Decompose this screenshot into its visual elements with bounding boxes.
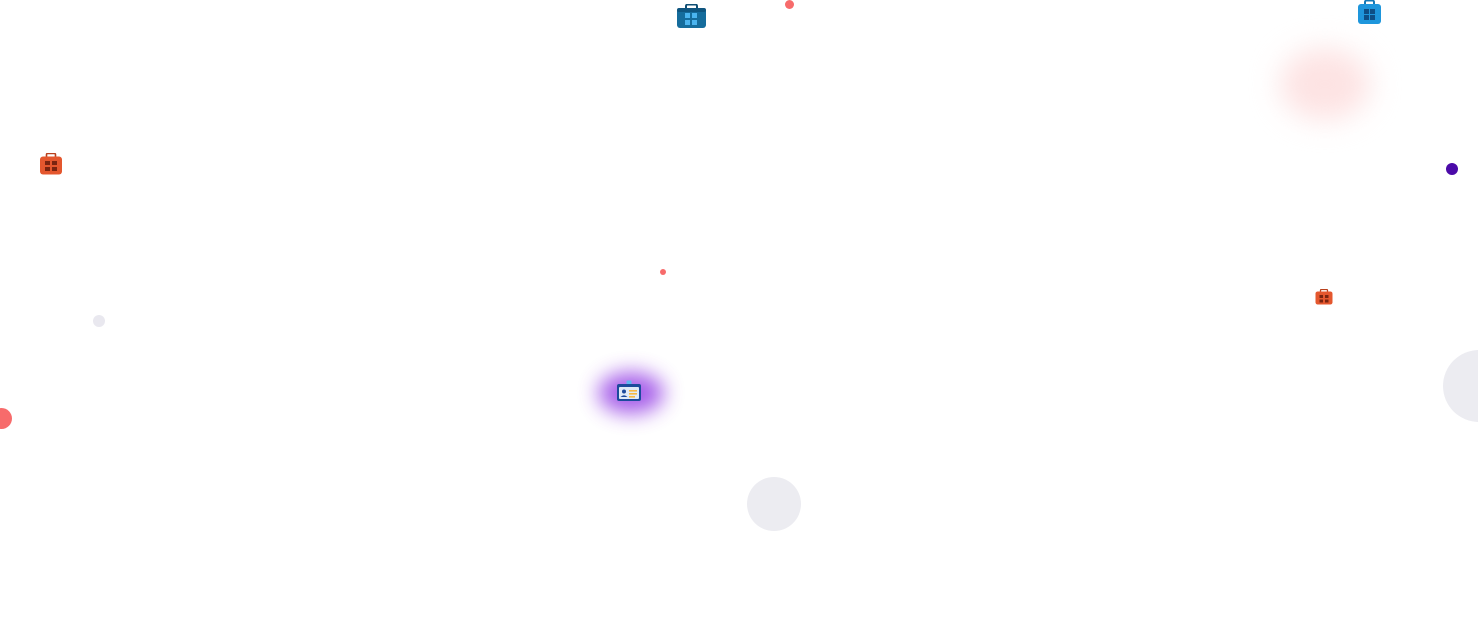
coral-dot — [0, 408, 12, 429]
briefcase-icon — [1358, 0, 1381, 24]
coral-dot — [785, 0, 794, 9]
briefcase-icon — [677, 4, 706, 28]
gray-circle — [747, 477, 801, 531]
coral-dot — [660, 269, 666, 275]
pink-glow-blob — [1280, 48, 1370, 120]
gray-circle-edge — [1443, 350, 1478, 422]
briefcase-icon — [1315, 289, 1333, 305]
briefcase-icon — [40, 153, 62, 175]
indigo-dot — [1446, 163, 1458, 175]
gray-dot — [93, 315, 105, 327]
id-card-icon — [617, 380, 641, 401]
